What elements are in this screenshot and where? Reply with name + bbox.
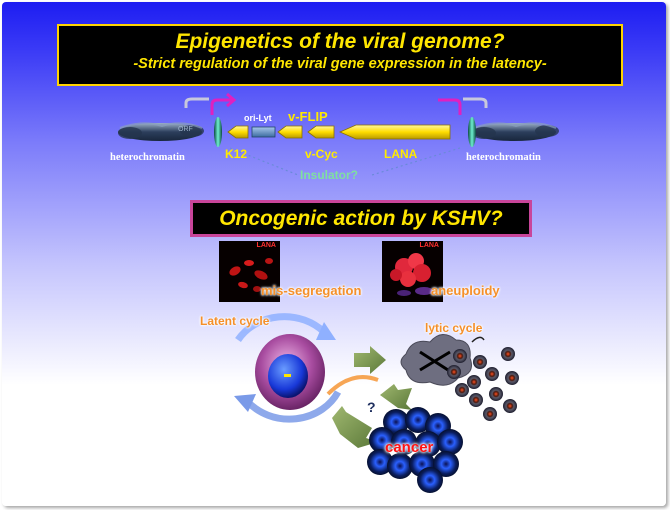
ori-lyt-label: ori-Lyt xyxy=(244,113,272,123)
virions xyxy=(447,347,519,421)
heterochromatin-right-shape xyxy=(472,122,559,141)
mis-segregation-label: mis-segregation xyxy=(261,283,362,298)
lytic-cycle-label: lytic cycle xyxy=(425,321,483,335)
oncogenic-title-box: Oncogenic action by KSHV? xyxy=(190,200,532,237)
latent-cycle-label: Latent cycle xyxy=(200,314,270,328)
gene-vflip-arrow xyxy=(307,125,335,139)
photo2-tag: LANA xyxy=(419,242,439,249)
heterochromatin-right-label: heterochromatin xyxy=(466,152,541,163)
aneuploidy-label: aneuploidy xyxy=(431,283,500,298)
insulator-left-icon xyxy=(214,117,222,147)
heterochromatin-left-shape xyxy=(118,122,204,141)
microscopy-image-aneuploidy: LANA xyxy=(382,241,443,302)
arrow-to-lytic xyxy=(354,346,386,374)
slide: Epigenetics of the viral genome? -Strict… xyxy=(2,2,666,506)
gene-vcyc-arrow xyxy=(277,125,303,139)
cancer-label: cancer xyxy=(385,439,434,456)
insulator-right-icon xyxy=(468,117,476,147)
question-mark: ? xyxy=(367,399,376,415)
genome-diagram xyxy=(118,92,559,493)
orf-label: ORF xyxy=(178,126,193,133)
latent-cycle-arrows xyxy=(234,313,342,423)
insulator-label: Insulator? xyxy=(300,168,359,182)
heterochromatin-left-label: heterochromatin xyxy=(110,152,185,163)
microscopy-image-missegregation: LANA xyxy=(219,241,280,302)
title-line-2: -Strict regulation of the viral gene exp… xyxy=(133,56,547,72)
gene-k12-arrow xyxy=(227,125,249,139)
cancer-cell-cluster xyxy=(367,407,463,493)
vcyc-label: v-Cyc xyxy=(305,147,338,161)
title-line-1: Epigenetics of the viral genome? xyxy=(175,30,505,53)
title-box: Epigenetics of the viral genome? -Strict… xyxy=(57,24,623,86)
k12-label: K12 xyxy=(225,147,248,161)
photo1-tag: LANA xyxy=(256,242,276,249)
gene-lana-arrow xyxy=(339,124,451,140)
lana-label: LANA xyxy=(384,147,418,161)
arrow-to-cancer xyxy=(332,406,378,448)
ori-lyt-block xyxy=(251,126,276,138)
arrow-down-lytic xyxy=(380,384,412,410)
vflip-label: v-FLIP xyxy=(288,109,328,124)
